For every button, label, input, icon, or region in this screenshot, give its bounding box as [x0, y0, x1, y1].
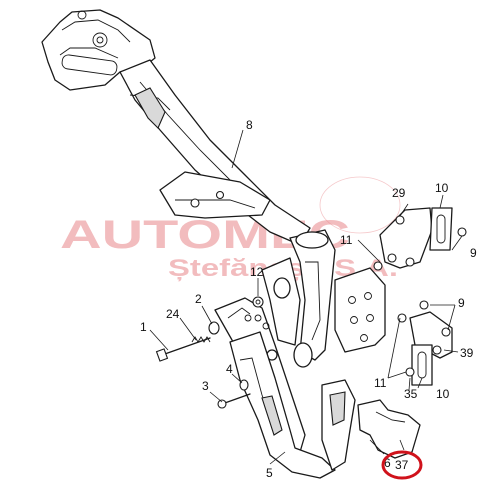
callout-11-lower: 11: [374, 376, 387, 390]
highlight-ring-37: [381, 450, 423, 480]
callout-9-upper: 9: [470, 246, 477, 260]
callout-35: 35: [404, 387, 418, 401]
callout-39: 39: [460, 346, 474, 360]
pedal-pad-6: [321, 379, 356, 471]
pad-cover-37: [357, 399, 421, 459]
callout-37: 37: [395, 458, 409, 472]
callout-5: 5: [266, 466, 273, 480]
callout-8: 8: [246, 118, 253, 132]
callout-9-lower: 9: [458, 296, 465, 310]
callout-4: 4: [226, 362, 233, 376]
pedal-bracket-frame: [41, 9, 433, 368]
callout-11-upper: 11: [340, 233, 353, 247]
watermark-logo-car: [319, 176, 401, 234]
clutch-pedal: [229, 331, 336, 479]
leader-lines: [149, 129, 463, 465]
callout-1: 1: [140, 320, 147, 334]
callout-6: 6: [384, 456, 391, 470]
callout-10-upper: 10: [435, 181, 449, 195]
callout-29: 29: [392, 186, 406, 200]
callout-2: 2: [195, 292, 202, 306]
slotted-plate-upper: [429, 207, 453, 251]
callouts: 8 1 24 2 3 4 12 5 6 29 10 11 9 9 39 11 3…: [140, 118, 477, 480]
callout-12: 12: [250, 265, 264, 279]
callout-3: 3: [202, 379, 209, 393]
lower-right-bracket: [409, 311, 453, 386]
callout-24: 24: [166, 307, 180, 321]
callout-10-lower: 10: [436, 387, 450, 401]
